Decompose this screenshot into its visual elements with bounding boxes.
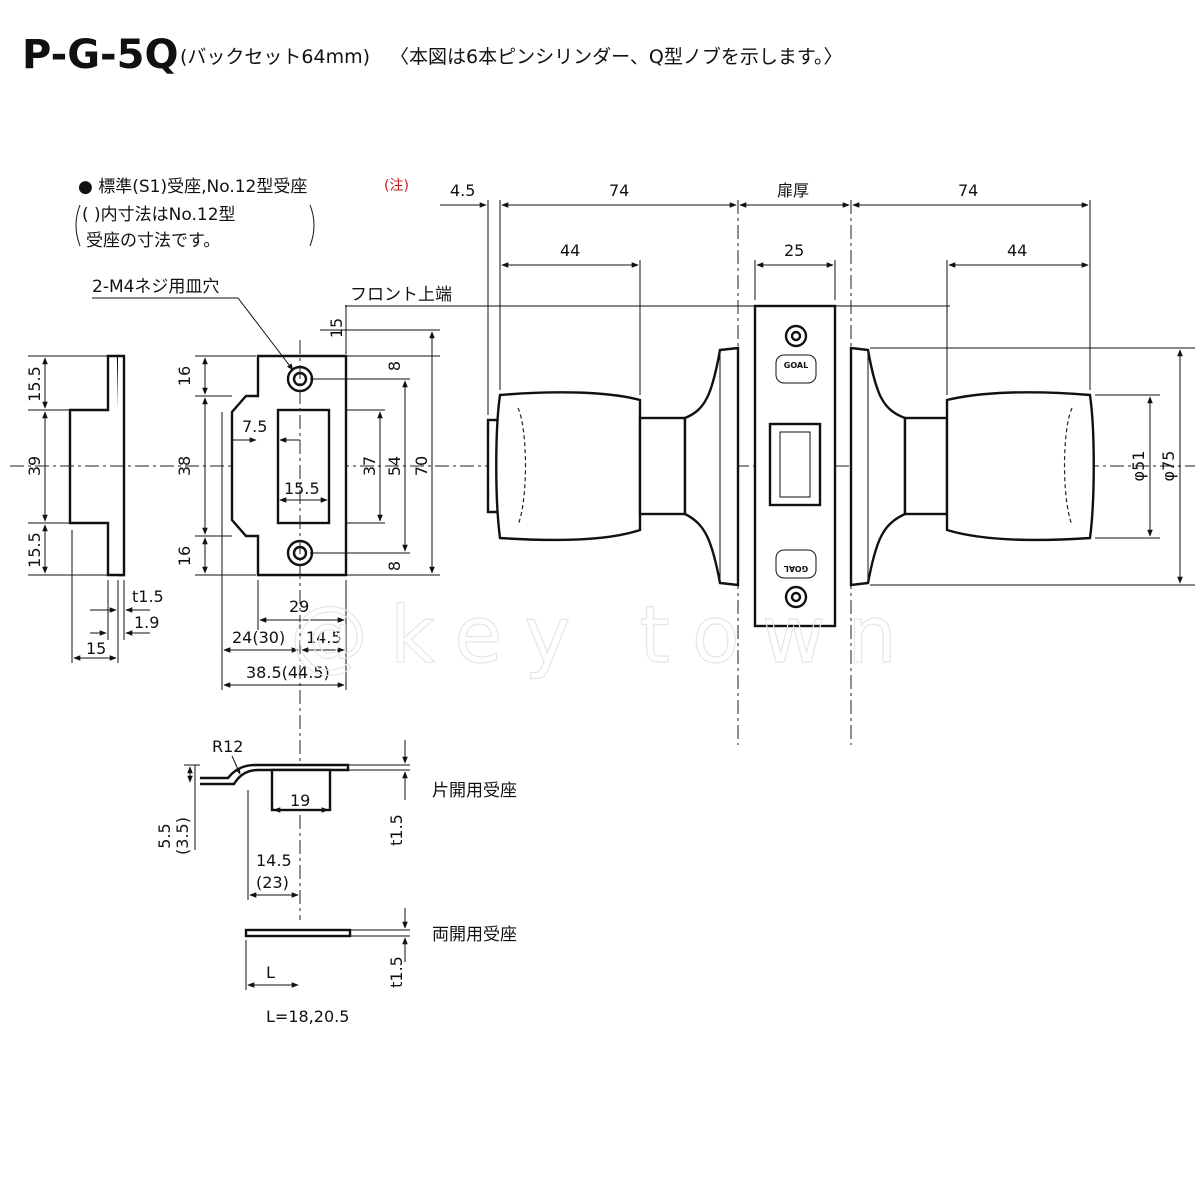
backset-label: (バックセット64mm) — [180, 46, 370, 68]
lock-dim-44-right: 44 — [1007, 241, 1027, 260]
lock-dim-4-5: 4.5 — [450, 181, 475, 200]
side-dim-mid: 39 — [25, 456, 44, 476]
knob-diameter-51: φ51 — [1129, 451, 1148, 482]
watermark: @key town — [290, 591, 919, 681]
strike-dim-24: 24(30) — [232, 628, 285, 647]
lock-dim-25: 25 — [784, 241, 804, 260]
screw-hole-label: 2-M4ネジ用皿穴 — [92, 277, 219, 297]
rose-diameter-75: φ75 — [1159, 451, 1178, 482]
side-dim-depth: 15 — [86, 639, 106, 658]
strike-dim-37: 37 — [360, 456, 379, 476]
strike-dim-8-bottom: 8 — [385, 561, 404, 571]
note-mark: (注) — [384, 178, 409, 194]
single-dim-14-5: 14.5 — [256, 851, 292, 870]
strike-dim-7-5: 7.5 — [242, 417, 267, 436]
side-dim-bottom: 15.5 — [25, 532, 44, 568]
single-dim-23: (23) — [256, 873, 289, 892]
single-strike-label: 片開用受座 — [432, 781, 517, 801]
model-code: P-G-5Q — [22, 32, 178, 78]
double-strike-label: 両開用受座 — [432, 925, 517, 945]
strike-dim-38: 38 — [175, 456, 194, 476]
double-strike-section: t1.5 両開用受座 L L=18,20.5 — [244, 908, 517, 1026]
side-dim-top: 15.5 — [25, 366, 44, 402]
strike-dim-14-5: 14.5 — [306, 628, 342, 647]
single-dim-3-5: (3.5) — [173, 817, 192, 855]
title-caption: 〈本図は6本ピンシリンダー、Q型ノブを示します。〉 — [390, 45, 842, 68]
single-strike-section: R12 5.5 (3.5) 19 t1.5 片開用受座 14.5 (23) — [155, 737, 517, 900]
strike-dim-bottom16: 16 — [175, 546, 194, 566]
single-dim-r12: R12 — [212, 737, 243, 756]
door-thickness-label: 扉厚 — [777, 181, 809, 200]
single-dim-t: t1.5 — [387, 814, 406, 846]
double-dim-t: t1.5 — [387, 956, 406, 988]
svg-text:GOAL: GOAL — [784, 564, 808, 573]
strike-dim-29: 29 — [289, 597, 309, 616]
strike-dim-38-5: 38.5(44.5) — [246, 663, 330, 682]
single-dim-5-5: 5.5 — [155, 823, 174, 848]
strike-dim-54: 54 — [385, 456, 404, 476]
side-dim-t: t1.5 — [132, 587, 164, 606]
strike-dim-15-top: 15 — [327, 318, 346, 338]
strike-dim-8-top: 8 — [385, 361, 404, 371]
strike-dim-top16: 16 — [175, 366, 194, 386]
brand-mark-bottom: GOAL — [775, 549, 817, 579]
strike-dim-15-5: 15.5 — [284, 479, 320, 498]
double-dim-l: L — [266, 963, 275, 982]
lock-dim-44-left: 44 — [560, 241, 580, 260]
front-top-label: フロント上端 — [350, 285, 452, 305]
paren-note-line1: ( )内寸法はNo.12型 — [82, 205, 236, 225]
strike-dim-70: 70 — [412, 456, 431, 476]
brand-mark-top: GOAL — [775, 354, 817, 384]
single-dim-19: 19 — [290, 791, 310, 810]
paren-note-line2: 受座の寸法です。 — [86, 231, 220, 251]
lock-dim-74-left: 74 — [609, 181, 629, 200]
lock-assembly: GOAL GOAL 4.5 74 扉厚 74 44 25 44 — [440, 181, 1195, 745]
strike-type-note: ● 標準(S1)受座,No.12型受座 — [78, 177, 307, 197]
paren-close — [309, 204, 315, 247]
paren-open — [75, 204, 81, 247]
svg-text:GOAL: GOAL — [784, 361, 808, 370]
side-dim-lip: 1.9 — [134, 613, 159, 632]
lock-dim-74-right: 74 — [958, 181, 978, 200]
l-values-label: L=18,20.5 — [266, 1007, 349, 1026]
strike-side-view: 15.5 39 15.5 t1.5 1.9 15 — [25, 354, 164, 663]
latch-bolt — [768, 422, 822, 507]
strike-front-view: 2-M4ネジ用皿穴 16 38 16 7.5 15.5 15 37 54 — [92, 277, 440, 920]
